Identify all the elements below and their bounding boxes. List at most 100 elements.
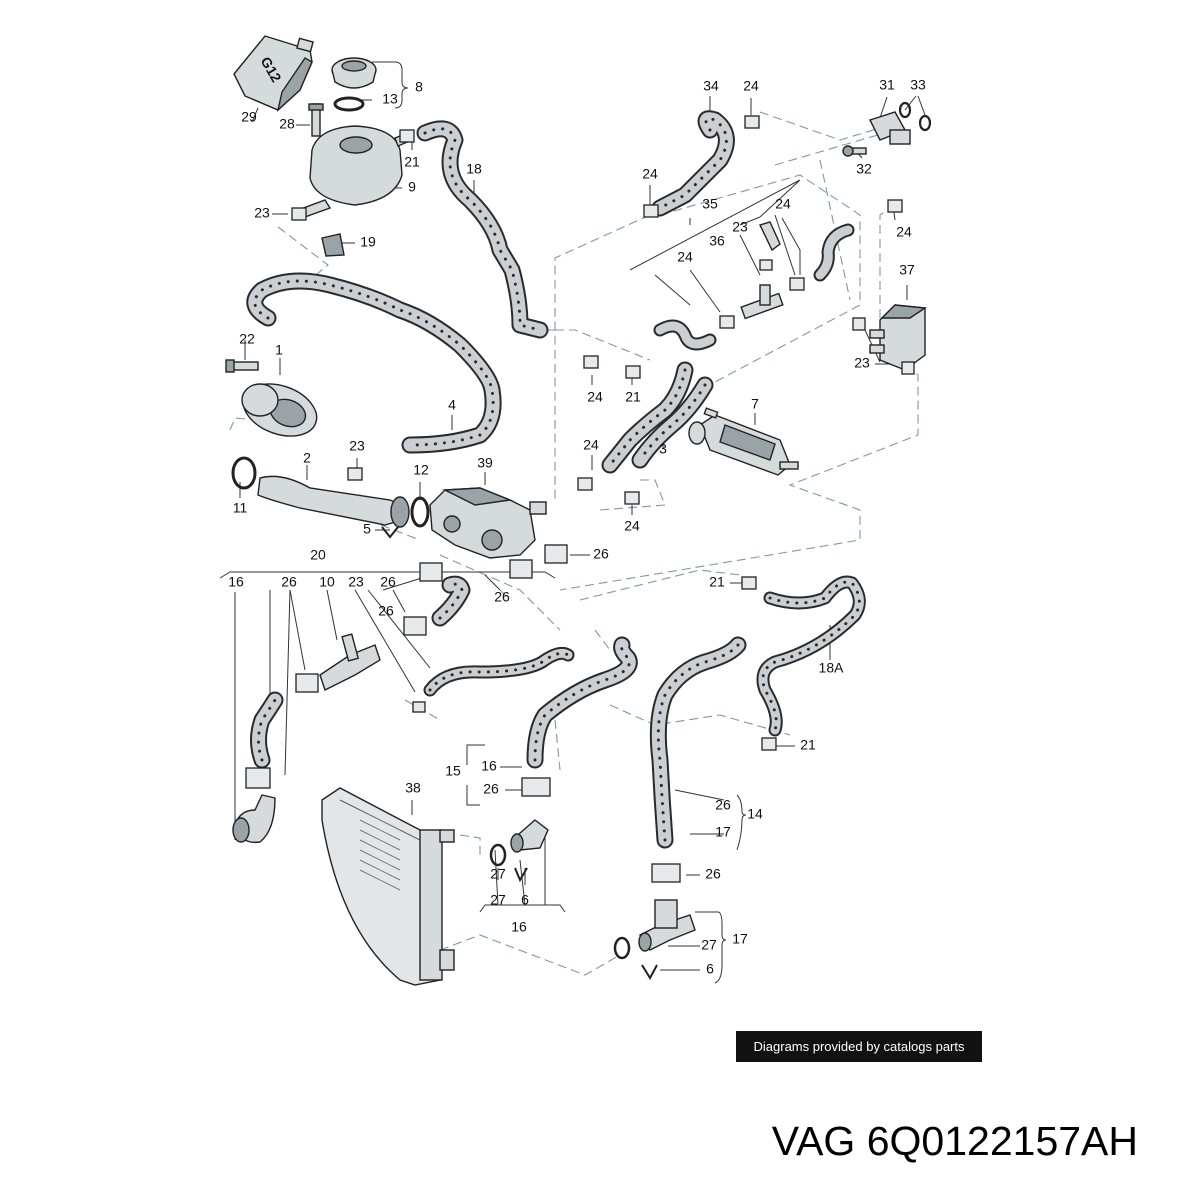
clamp xyxy=(245,767,271,789)
part-number-title: VAG 6Q0122157AH xyxy=(772,1118,1138,1165)
connector-23 xyxy=(759,221,781,252)
callout-12: 12 xyxy=(413,462,429,478)
callout-16: 16 xyxy=(481,758,497,774)
component-37 xyxy=(869,304,928,371)
callout-26: 26 xyxy=(378,603,394,619)
clamp xyxy=(399,129,415,143)
clamp xyxy=(789,277,805,291)
callout-24: 24 xyxy=(775,196,791,212)
hose-3 xyxy=(601,361,714,474)
callout-11: 11 xyxy=(233,500,248,516)
callout-33: 33 xyxy=(910,77,926,93)
clip-6b xyxy=(641,964,658,981)
hose-14 xyxy=(649,636,747,849)
callout-26: 26 xyxy=(380,574,396,590)
callout-34: 34 xyxy=(703,78,719,94)
seal-33b xyxy=(918,114,932,132)
hose-24-mid xyxy=(653,319,717,351)
callout-18a: 18A xyxy=(819,660,845,676)
clamp xyxy=(295,673,319,693)
clamp xyxy=(412,701,426,713)
clip-5 xyxy=(381,526,399,539)
callout-10: 10 xyxy=(319,574,335,590)
bracket-19 xyxy=(321,233,345,257)
clamp xyxy=(509,559,533,579)
callout-19: 19 xyxy=(360,234,376,250)
callout-24: 24 xyxy=(642,166,658,182)
clamp xyxy=(583,355,599,369)
callout-1: 1 xyxy=(275,342,283,358)
clamp xyxy=(521,777,551,797)
callout-5: 5 xyxy=(363,521,371,537)
clamp xyxy=(403,616,427,636)
hose-15 xyxy=(526,636,638,769)
bolt-32 xyxy=(842,145,867,157)
callout-23: 23 xyxy=(854,355,870,371)
callout-3: 3 xyxy=(659,441,667,457)
callout-14: 14 xyxy=(747,806,763,822)
part-number: 6Q0122157AH xyxy=(866,1118,1138,1164)
clamps xyxy=(245,115,915,883)
clamp xyxy=(719,315,735,329)
callout-16: 16 xyxy=(511,919,527,935)
callout-24: 24 xyxy=(743,78,759,94)
callout-27: 27 xyxy=(490,892,506,908)
callout-38: 38 xyxy=(405,780,421,796)
callout-23: 23 xyxy=(349,438,365,454)
callout-24: 24 xyxy=(583,437,599,453)
expansion-tank xyxy=(297,125,413,219)
clamp xyxy=(887,199,903,213)
callout-37: 37 xyxy=(899,262,915,278)
clamp xyxy=(544,544,568,564)
seal-ring-27a xyxy=(489,843,507,867)
bolt-28 xyxy=(308,103,324,137)
callout-16: 16 xyxy=(228,574,244,590)
callout-6: 6 xyxy=(706,961,714,977)
callout-21: 21 xyxy=(625,389,641,405)
clamp xyxy=(901,361,915,375)
hose-18 xyxy=(416,120,549,339)
callout-23: 23 xyxy=(348,574,364,590)
clamp xyxy=(291,207,307,221)
elbow-15 xyxy=(510,819,549,853)
clamp xyxy=(759,259,773,271)
clamp xyxy=(741,576,757,590)
hose-lower-thin xyxy=(423,646,575,697)
callout-21: 21 xyxy=(800,737,816,753)
callout-39: 39 xyxy=(477,455,493,471)
callout-26: 26 xyxy=(593,546,609,562)
watermark-label: Diagrams provided by catalogs parts xyxy=(736,1031,982,1062)
callout-26: 26 xyxy=(281,574,297,590)
clamp xyxy=(625,365,641,379)
callout-26: 26 xyxy=(705,866,721,882)
callout-32: 32 xyxy=(856,161,872,177)
components: G12 xyxy=(225,35,932,986)
callout-13: 13 xyxy=(382,91,398,107)
callout-18: 18 xyxy=(466,161,482,177)
callout-17: 17 xyxy=(715,824,731,840)
callout-20: 20 xyxy=(310,547,326,563)
callout-23: 23 xyxy=(254,205,270,221)
seal-ring-12 xyxy=(410,496,430,528)
callout-26: 26 xyxy=(483,781,499,797)
clamp xyxy=(577,477,593,491)
callout-24: 24 xyxy=(896,224,912,240)
hose-34 xyxy=(651,110,735,217)
clamp xyxy=(744,115,760,129)
callout-27: 27 xyxy=(701,937,717,953)
seal-ring-27b xyxy=(613,936,631,960)
hose-24-upper xyxy=(813,223,855,282)
callout-27: 27 xyxy=(490,866,506,882)
callout-22: 22 xyxy=(239,331,255,347)
clamp xyxy=(624,491,640,505)
callout-35: 35 xyxy=(702,196,718,212)
callout-28: 28 xyxy=(279,116,295,132)
hose-20 xyxy=(431,575,471,627)
connector-31 xyxy=(869,111,911,145)
callout-24: 24 xyxy=(587,389,603,405)
hose-4 xyxy=(246,272,502,454)
seal-33a xyxy=(898,101,912,119)
callout-21: 21 xyxy=(404,154,420,170)
hose-18a xyxy=(756,575,866,737)
